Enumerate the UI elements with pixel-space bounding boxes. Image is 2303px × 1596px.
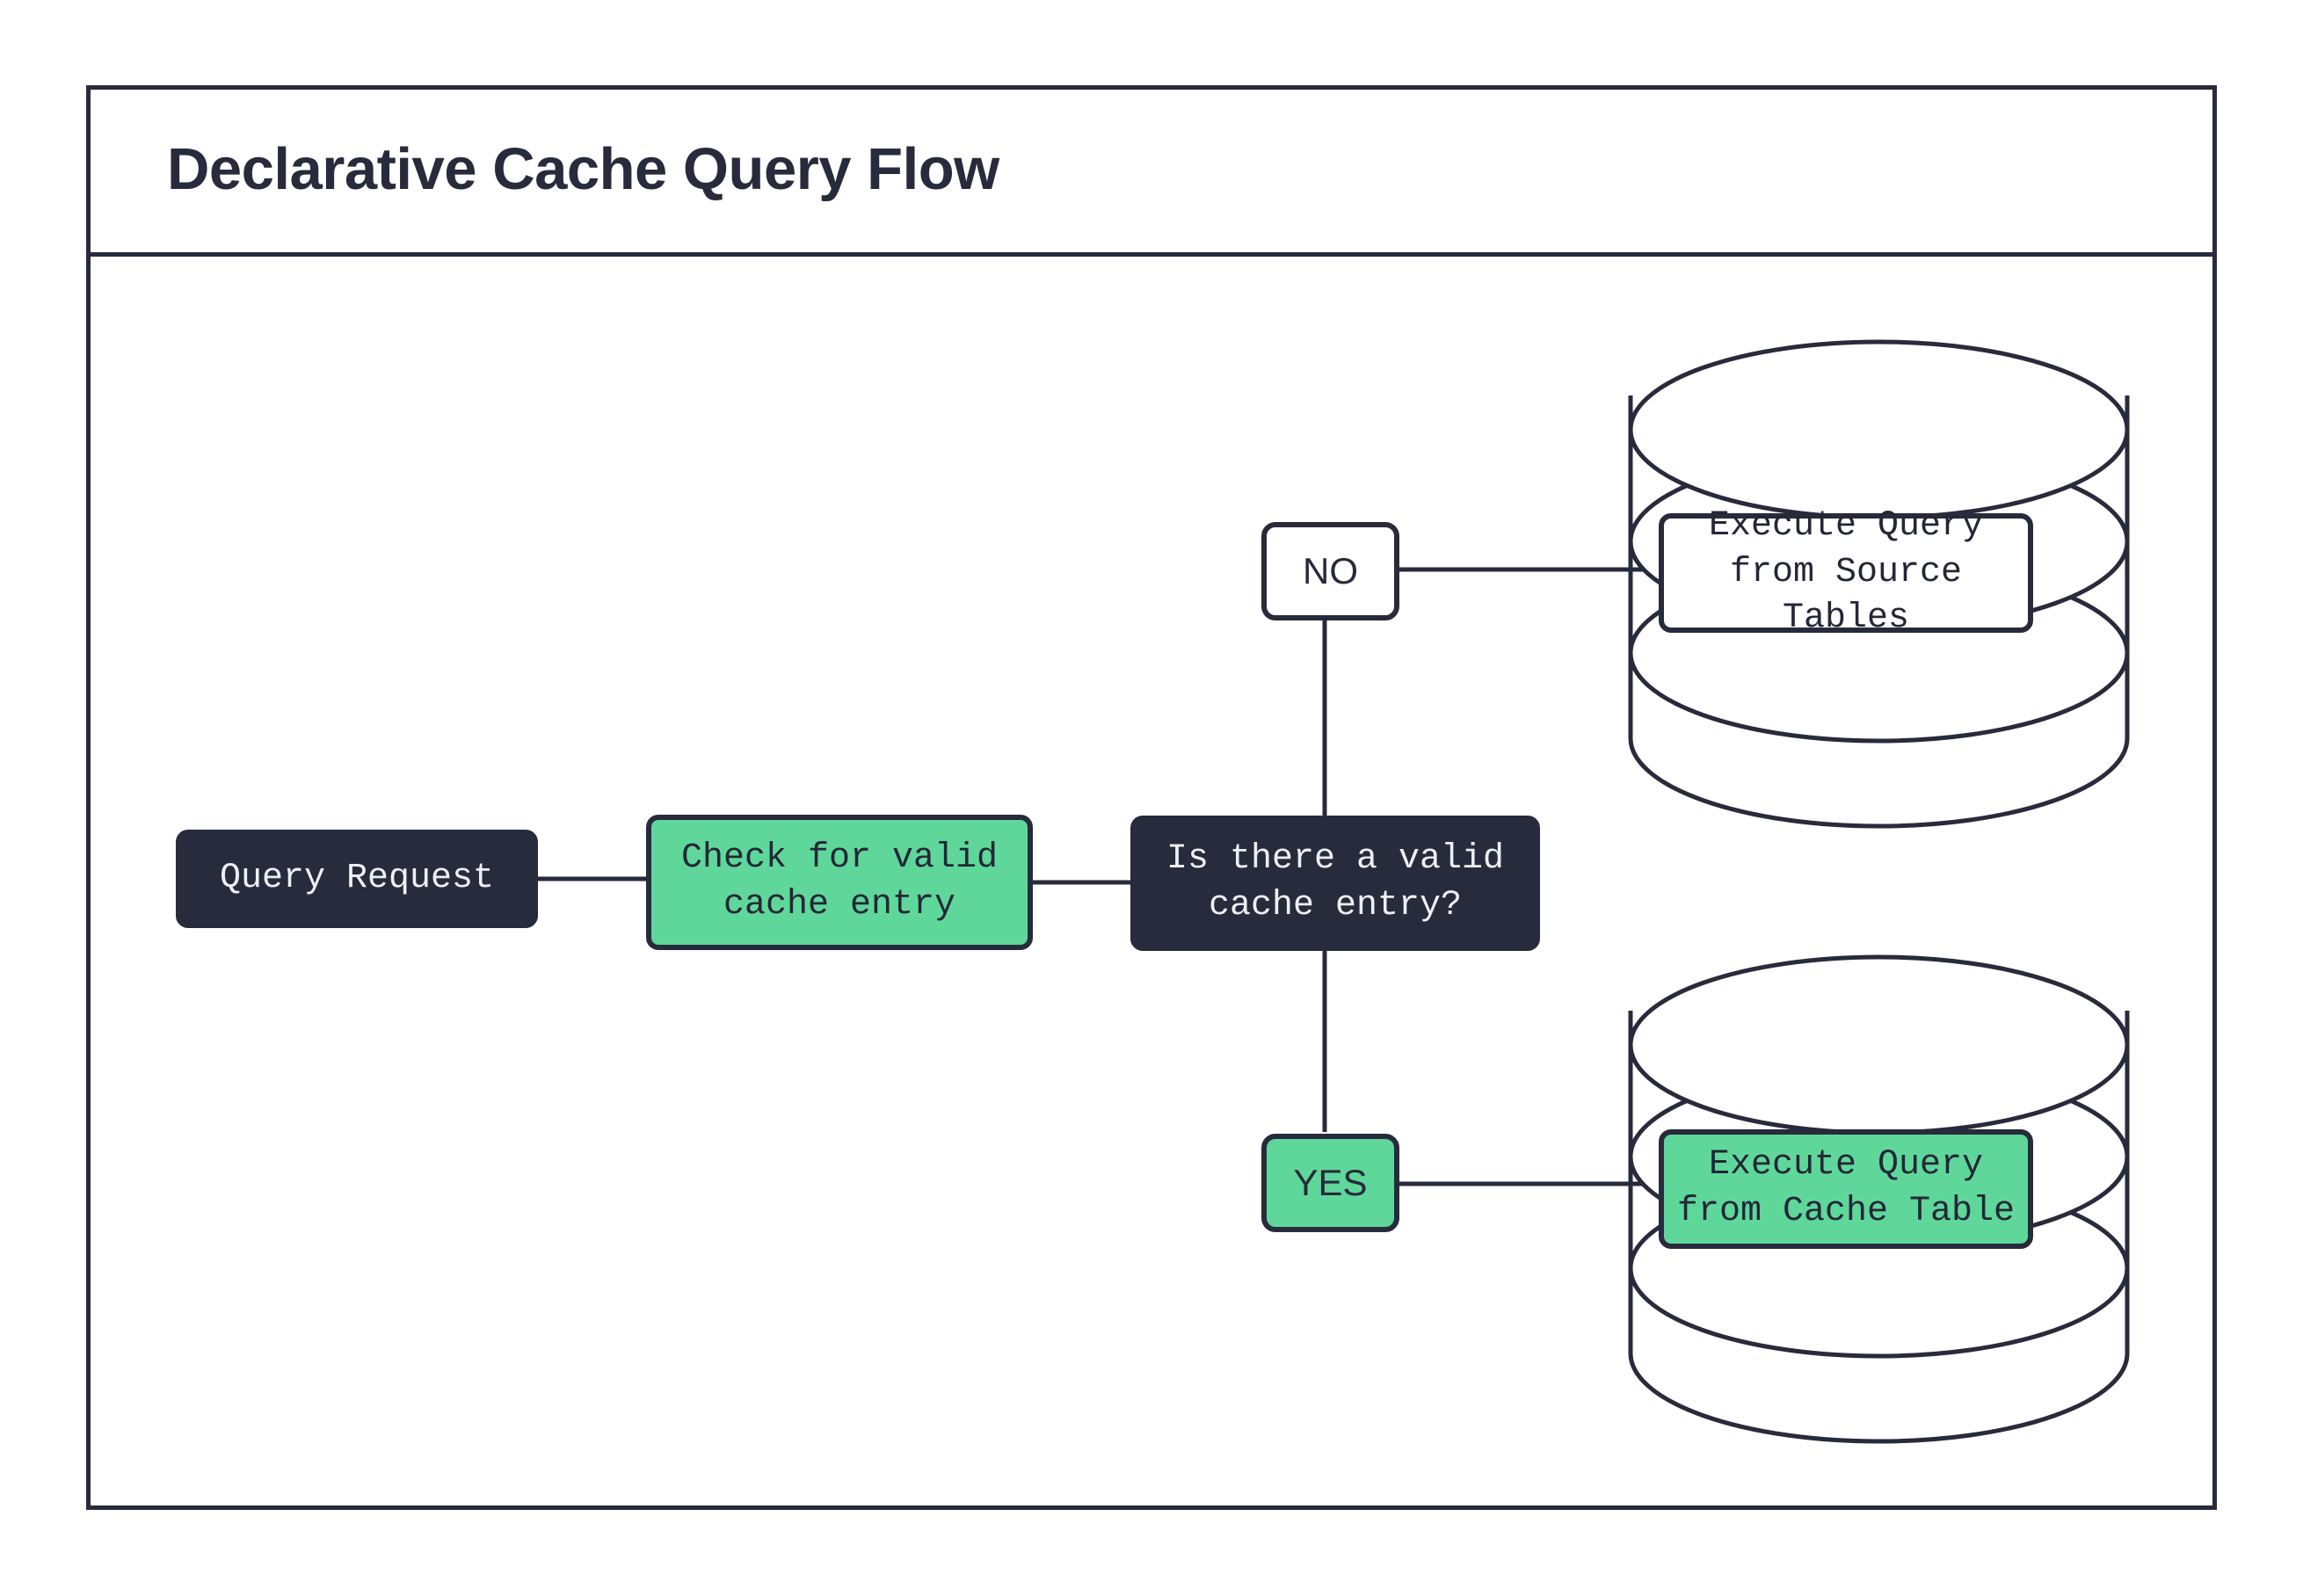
node-query-request[interactable]: Query Request (176, 830, 538, 928)
node-decision-valid-cache-entry[interactable]: Is there a valid cache entry? (1130, 816, 1540, 951)
source-database-label[interactable]: Execute Query from Source Tables (1659, 506, 2033, 638)
cache-database-label[interactable]: Execute Query from Cache Table (1659, 1129, 2033, 1249)
node-check-cache-entry[interactable]: Check for valid cache entry (646, 815, 1033, 950)
branch-label-no[interactable]: NO (1261, 522, 1399, 620)
page-title: Declarative Cache Query Flow (167, 135, 999, 202)
title-bar: Declarative Cache Query Flow (86, 85, 2217, 257)
branch-label-yes[interactable]: YES (1261, 1134, 1399, 1232)
